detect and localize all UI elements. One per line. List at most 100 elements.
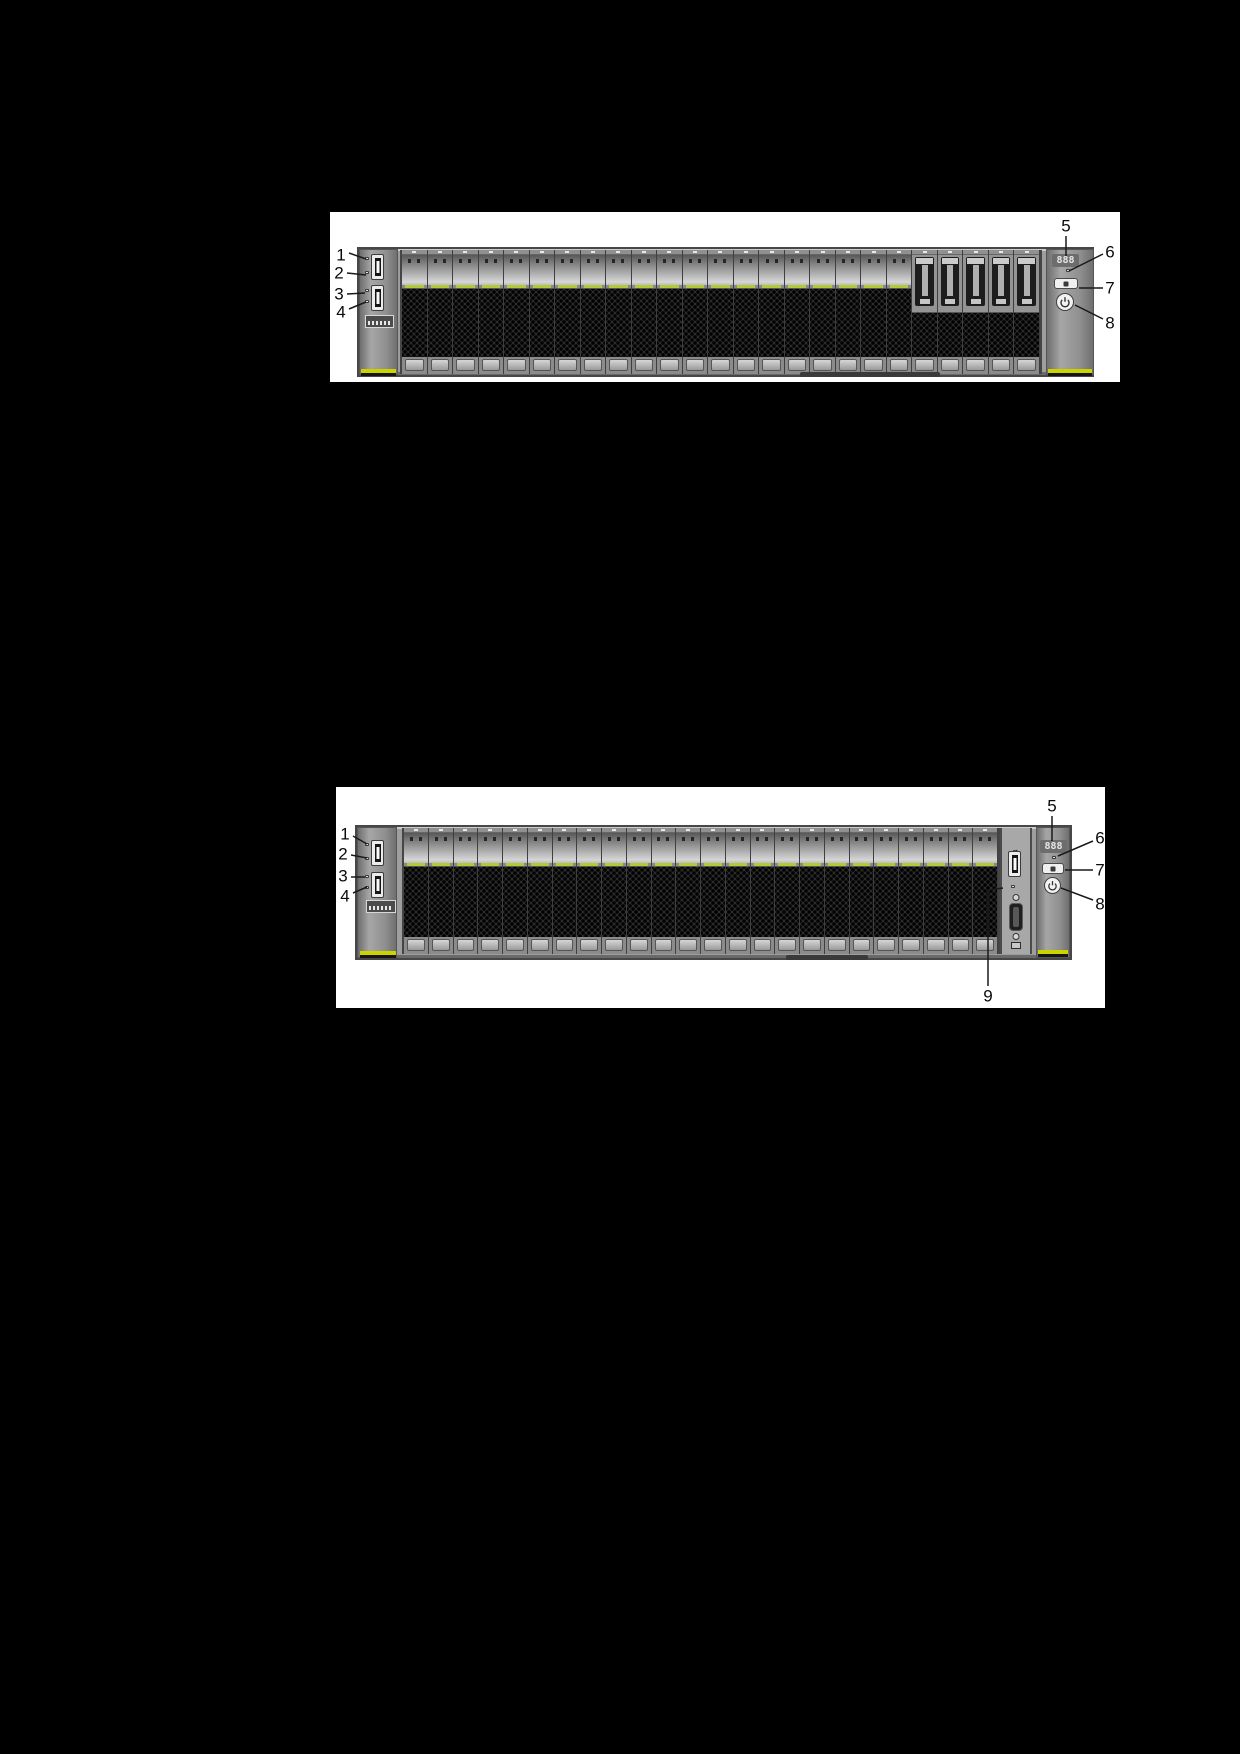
uid-button xyxy=(1042,863,1064,874)
diagnostic-digit-display: 888 xyxy=(1052,254,1079,267)
filler-top-bar xyxy=(941,258,959,264)
usb-port-1 xyxy=(371,840,384,866)
drive-pull-tab xyxy=(725,937,750,954)
drive-latch xyxy=(552,833,577,863)
slot-number-mark xyxy=(750,828,775,833)
drive-bay-9 xyxy=(626,828,652,954)
drive-mesh xyxy=(899,866,923,937)
drive-mesh xyxy=(849,866,874,937)
usb-port-1 xyxy=(371,254,384,280)
drive-latch xyxy=(504,255,529,285)
slot-number-mark xyxy=(478,250,504,255)
slot-number-mark xyxy=(948,828,973,833)
filler-vertical-bar xyxy=(947,265,954,296)
drive-green-stripe xyxy=(973,863,997,866)
drive-mesh xyxy=(552,866,577,937)
usb-port-1-tongue xyxy=(376,847,379,859)
serial-label-plate xyxy=(366,900,396,913)
io-status-led xyxy=(1011,885,1015,888)
filler-top-bar xyxy=(1018,258,1035,264)
drive-pull-tab xyxy=(750,937,775,954)
drive-mesh xyxy=(657,288,682,357)
drive-mesh xyxy=(835,288,861,357)
drive-pull-tab xyxy=(682,357,708,374)
drive-mesh xyxy=(404,866,428,937)
usb-symbol-icon xyxy=(373,865,383,878)
filler-mesh xyxy=(937,312,963,357)
drive-bay-15 xyxy=(784,250,811,374)
drive-mesh xyxy=(750,866,775,937)
drive-latch xyxy=(428,833,453,863)
slot-number-mark xyxy=(1014,250,1039,255)
drive-green-stripe xyxy=(453,285,478,288)
drive-pull-tab xyxy=(948,937,973,954)
drive-mesh xyxy=(733,288,759,357)
drive-green-stripe xyxy=(849,863,874,866)
drive-mesh xyxy=(555,288,580,357)
filler-vertical-bar xyxy=(972,265,979,296)
filler-bottom-latch xyxy=(970,299,981,304)
drive-latch xyxy=(725,833,750,863)
callout-label-1: 1 xyxy=(336,245,346,265)
drive-green-stripe xyxy=(626,863,651,866)
drive-bay-18 xyxy=(861,250,887,374)
drive-mesh xyxy=(402,288,427,357)
filler-bay-21 xyxy=(937,250,964,374)
usb2-lower-led xyxy=(365,300,369,303)
drive-mesh xyxy=(453,288,478,357)
drive-pull-tab xyxy=(402,357,427,374)
drive-bay-1 xyxy=(428,828,454,954)
slot-number-mark xyxy=(775,828,799,833)
slot-number-mark xyxy=(923,828,948,833)
filler-handle-area xyxy=(988,255,1014,312)
drive-pull-tab xyxy=(529,357,555,374)
filler-pull-tab xyxy=(937,357,963,374)
slot-number-mark xyxy=(810,250,835,255)
filler-top-bar xyxy=(916,258,933,264)
drive-green-stripe xyxy=(504,285,529,288)
slot-number-mark xyxy=(937,250,963,255)
vga-bottom-screw xyxy=(1012,933,1020,940)
drive-pull-tab xyxy=(453,937,478,954)
drive-mesh xyxy=(701,866,725,937)
drive-latch xyxy=(631,255,657,285)
callout-label-4: 4 xyxy=(340,886,350,906)
drive-latch xyxy=(708,255,733,285)
slot-number-mark xyxy=(725,828,750,833)
drive-green-stripe xyxy=(923,863,948,866)
drive-green-stripe xyxy=(577,863,601,866)
filler-top-bar xyxy=(967,258,984,264)
slot-number-mark xyxy=(453,828,478,833)
filler-pull-tab xyxy=(963,357,988,374)
drive-latch xyxy=(555,255,580,285)
usb-port-2-tongue xyxy=(376,879,379,891)
drive-latch xyxy=(899,833,923,863)
drive-latch xyxy=(682,255,708,285)
drive-pull-tab xyxy=(733,357,759,374)
drive-bay-20 xyxy=(899,828,924,954)
drive-mesh xyxy=(580,288,606,357)
drive-green-stripe xyxy=(631,285,657,288)
drive-mesh xyxy=(874,866,898,937)
drive-latch xyxy=(948,833,973,863)
drive-latch xyxy=(453,255,478,285)
drive-green-stripe xyxy=(555,285,580,288)
slot-number-mark xyxy=(886,250,912,255)
drive-mesh xyxy=(886,288,912,357)
drive-bay-8 xyxy=(602,828,627,954)
slot-number-mark xyxy=(602,828,626,833)
drive-latch xyxy=(733,255,759,285)
drive-pull-tab xyxy=(759,357,784,374)
drive-bay-13 xyxy=(725,828,751,954)
drive-mesh xyxy=(631,288,657,357)
drive-pull-tab xyxy=(874,937,898,954)
drive-latch xyxy=(861,255,886,285)
filler-bay-20 xyxy=(912,250,938,374)
drive-pull-tab xyxy=(676,937,700,954)
drive-pull-tab xyxy=(503,937,527,954)
drive-mesh xyxy=(428,866,453,937)
callout-label-5: 5 xyxy=(1047,796,1057,816)
filler-mesh xyxy=(1014,312,1039,357)
